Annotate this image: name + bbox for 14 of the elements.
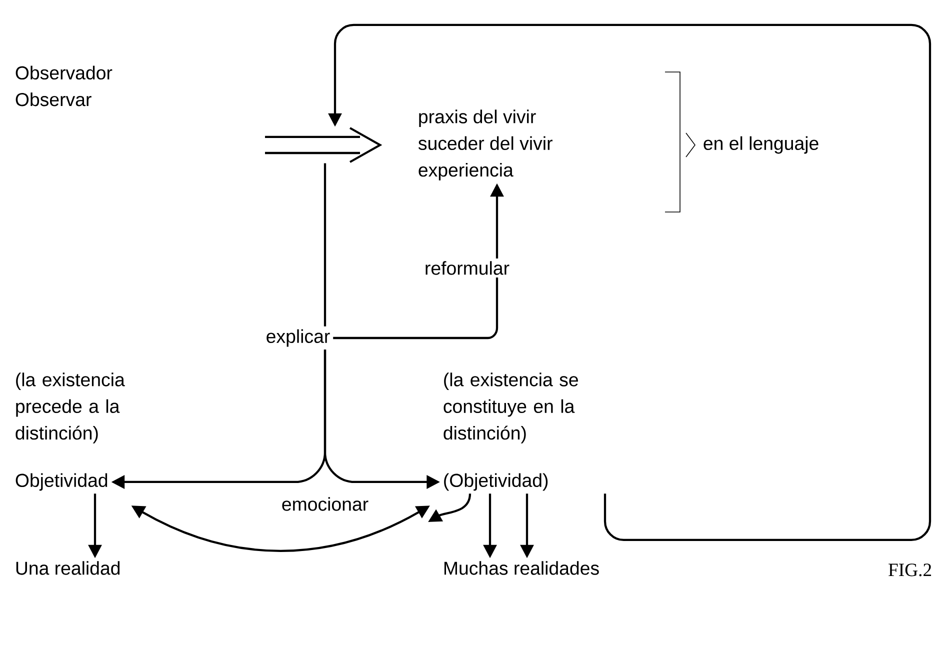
text-label: Objetividad [16, 473, 108, 491]
edge-label: emocionar [278, 494, 372, 514]
text-label: praxis del vivir suceder del vivir experiencia [418, 110, 552, 180]
double-arrow [264, 126, 382, 164]
text-label: FIG.2 [888, 564, 932, 576]
text-label: Una realidad [16, 561, 120, 575]
text-label: (la existencia se constituye en la distinción) [444, 372, 578, 444]
text-label: (la existencia precede a la distinción) [16, 372, 125, 444]
text-label: Observador Observar [16, 66, 112, 106]
text-label: (Objetividad) [444, 473, 548, 491]
edge-label: reformular [422, 258, 512, 278]
text-label: en el lenguaje [704, 136, 818, 154]
text-label: Muchas realidades [444, 561, 599, 575]
text-label: explicar [266, 329, 330, 347]
